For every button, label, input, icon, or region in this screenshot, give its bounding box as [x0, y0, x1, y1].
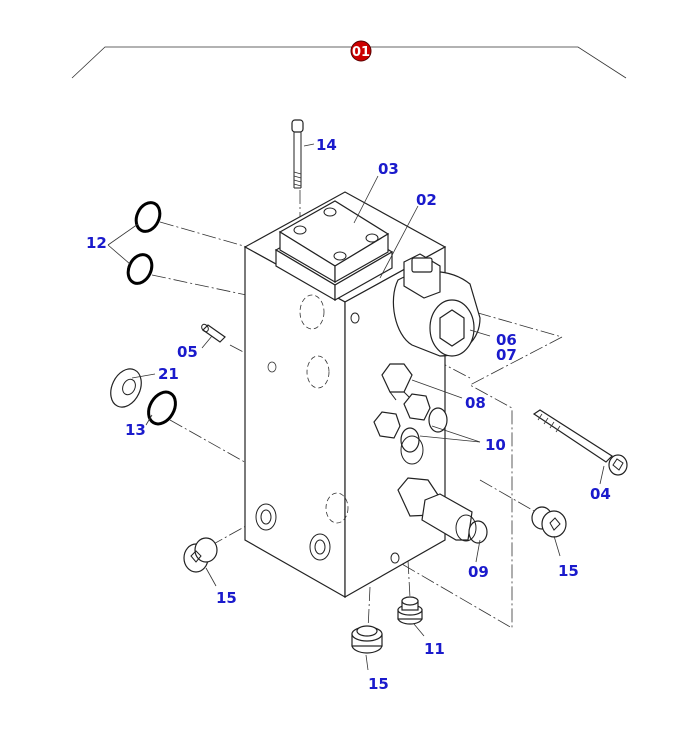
bolt-04 — [532, 409, 628, 476]
title-number: 01 — [352, 45, 370, 60]
washer-21 — [110, 368, 142, 408]
solenoid-06-07 — [392, 253, 481, 357]
callout-11[interactable]: 11 — [424, 640, 445, 658]
title-bar: 01 — [71, 40, 627, 79]
callout-13[interactable]: 13 — [125, 421, 146, 439]
callout-12[interactable]: 12 — [86, 234, 107, 252]
relief-valve-09 — [397, 477, 488, 544]
plug-15-right — [531, 506, 567, 538]
callout-07[interactable]: 07 — [496, 346, 517, 364]
o-rings-12 — [126, 201, 162, 285]
callout-14[interactable]: 14 — [316, 136, 337, 154]
callout-15-right[interactable]: 15 — [558, 562, 579, 580]
pin-05 — [201, 323, 226, 343]
plug-15-left — [183, 537, 218, 573]
plug-15-bottom — [351, 625, 383, 654]
callout-15-left[interactable]: 15 — [216, 589, 237, 607]
callout-21[interactable]: 21 — [158, 365, 179, 383]
plug-11 — [397, 596, 423, 625]
callout-10[interactable]: 10 — [485, 436, 506, 454]
callout-15-bottom[interactable]: 15 — [368, 675, 389, 693]
callout-04[interactable]: 04 — [590, 485, 611, 503]
o-ring-13 — [147, 390, 177, 426]
title-badge — [350, 40, 372, 62]
check-valves-10 — [373, 393, 448, 465]
callout-05[interactable]: 05 — [177, 343, 198, 361]
callout-08[interactable]: 08 — [465, 394, 486, 412]
callout-03[interactable]: 03 — [378, 160, 399, 178]
callout-02[interactable]: 02 — [416, 191, 437, 209]
callout-06[interactable]: 06 — [496, 331, 517, 349]
callout-09[interactable]: 09 — [468, 563, 489, 581]
cover-plate — [274, 200, 394, 302]
plug-08 — [381, 363, 413, 401]
leader-lines — [107, 143, 605, 671]
dashed-bracket — [394, 336, 563, 629]
bolt-14 — [291, 119, 304, 189]
